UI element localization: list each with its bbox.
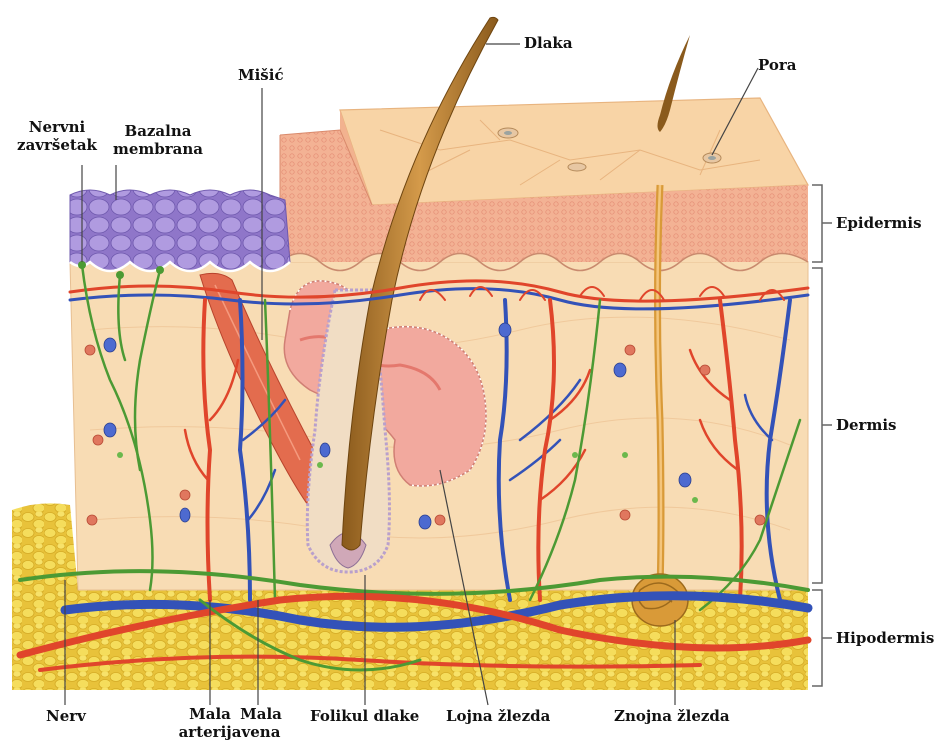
label-lojna-zlezda: Lojna žlezda xyxy=(446,707,550,725)
label-nerv: Nerv xyxy=(46,707,86,725)
label-epidermis: Epidermis xyxy=(836,214,922,232)
label-bazalna-membrana: Bazalna membrana xyxy=(110,122,206,158)
label-nervni-zavrsetak-line1: Nervni xyxy=(17,118,97,136)
label-mala-vena-line1: Mala xyxy=(238,705,284,723)
label-hipodermis: Hipodermis xyxy=(836,629,934,647)
label-dermis: Dermis xyxy=(836,416,896,434)
layer-brackets xyxy=(812,185,832,686)
label-bazalna-membrana-line2: membrana xyxy=(110,140,206,158)
label-nervni-zavrsetak-line2: završetak xyxy=(17,136,97,154)
label-znojna-zlezda: Znojna žlezda xyxy=(614,707,730,725)
label-bazalna-membrana-line1: Bazalna xyxy=(110,122,206,140)
label-pora: Pora xyxy=(758,56,797,74)
label-mala-vena: Mala vena xyxy=(238,705,284,741)
label-dlaka: Dlaka xyxy=(524,34,573,52)
label-folikul-dlake: Folikul dlake xyxy=(310,707,419,725)
label-nervni-zavrsetak: Nervni završetak xyxy=(17,118,97,154)
label-misic: Mišić xyxy=(238,66,284,84)
basal-membrana-layer xyxy=(70,190,290,271)
label-mala-vena-line2: vena xyxy=(238,723,284,741)
